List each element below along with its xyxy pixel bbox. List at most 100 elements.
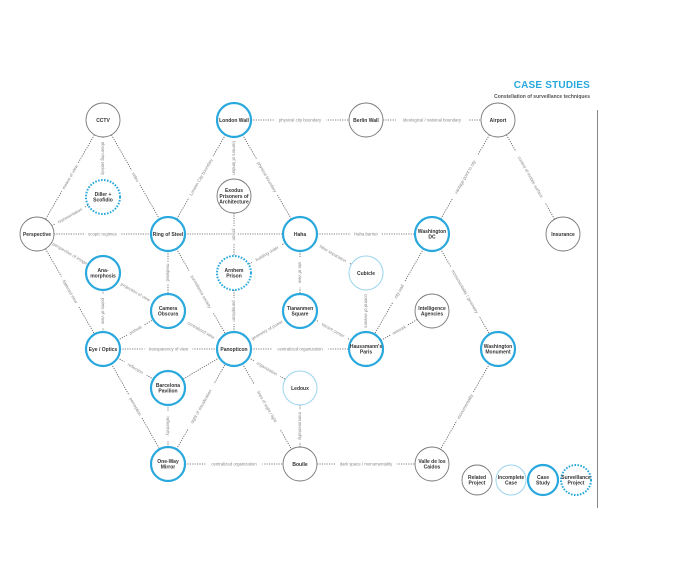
edge-label: projection of view	[115, 278, 156, 306]
edge-panopticon-boulle	[242, 363, 292, 450]
node-circle	[480, 102, 516, 138]
node-label: Obscura	[158, 312, 179, 318]
edge-label: video	[129, 168, 142, 185]
node-label: Prison	[226, 274, 242, 280]
node-ring: Ring of Steel	[149, 215, 187, 253]
edge-label-text: means of view	[61, 163, 80, 190]
edge-label-bg	[363, 289, 370, 333]
edge-label: flattened view	[59, 274, 82, 308]
edge-label: lines of sight / light	[251, 382, 283, 431]
edge-label: perspective of image	[48, 238, 93, 268]
node-label: Barcelona	[156, 383, 180, 389]
node-label: Intelligence	[418, 306, 446, 312]
node-label: Insurance	[551, 232, 575, 238]
node-label: Ana-	[97, 268, 108, 274]
edge-label-bg	[59, 274, 82, 308]
edge-perspective-eye	[45, 248, 95, 335]
edge-label-text: flattened view	[61, 279, 79, 305]
edge-label: sight of visualization	[185, 382, 217, 431]
edge-label-bg	[454, 390, 476, 422]
edge-label-bg	[297, 409, 304, 443]
node-anamorph: Ana-morphosis	[84, 254, 122, 292]
node-label: Scofidio	[93, 198, 113, 204]
edge-label-text: perception	[128, 397, 143, 417]
page-title: CASE STUDIES	[513, 80, 590, 91]
edge-label: Haha barrier	[350, 230, 382, 237]
edge-label-text: false separation	[319, 244, 348, 264]
node-label: Haussmann's	[350, 344, 383, 350]
edge-label-text: physical boundary	[256, 161, 278, 194]
node-label: Square	[292, 312, 309, 318]
edge-label-bg	[390, 279, 408, 304]
edge-label-bg	[125, 322, 146, 337]
node-circle	[149, 369, 187, 407]
node-label: Surveillance	[561, 475, 591, 481]
node-circle	[479, 330, 517, 368]
edge-label-text: vacant center	[321, 321, 346, 338]
edge-label-bg	[231, 298, 238, 324]
node-boulle: Boulle	[282, 446, 318, 482]
edge-label-text: surveillance society	[190, 274, 213, 310]
edge-label-bg	[48, 238, 93, 268]
node-circle	[347, 330, 385, 368]
edge-label-bg	[335, 460, 397, 467]
node-label: Case	[537, 475, 549, 481]
edge-label-text: barriers of london	[232, 141, 237, 175]
edge-label: false separation	[314, 240, 352, 266]
node-circle	[149, 445, 187, 483]
edge-label-text: points of view	[101, 298, 106, 325]
edge-label-text: control of mobile surface	[517, 155, 545, 199]
edge-label-bg	[127, 393, 145, 419]
node-label: Architecture	[219, 200, 249, 206]
edge-label: points of view	[100, 293, 107, 329]
node-circle	[216, 255, 252, 291]
edge-label: barriers of london	[232, 136, 238, 180]
edge-label-text: centralized view	[187, 320, 217, 340]
edge-label-text: monumentality	[456, 392, 475, 419]
edge-ring-panopticon	[176, 248, 226, 335]
node-label: DC	[428, 235, 436, 241]
edge-label-bg	[186, 154, 216, 199]
edge-label-bg	[144, 345, 193, 352]
edge-washdc-washmon	[440, 248, 490, 335]
edge-label-bg	[165, 410, 172, 442]
edge-label-text: representation	[57, 206, 84, 224]
edge-label-bg	[100, 293, 107, 329]
edge-label: monumentality / geometry	[448, 265, 482, 318]
edge-label: site of view	[298, 257, 304, 288]
node-label: CCTV	[96, 118, 110, 124]
edge-label-text: physical city boundary	[279, 118, 322, 123]
edge-label-text: video	[131, 171, 141, 183]
edge-washmon-valle	[440, 363, 490, 450]
node-label: Arnhem	[225, 268, 244, 274]
edge-label-text: London City boundary	[188, 157, 214, 197]
edge-label: geometry of power	[247, 316, 287, 343]
edge-label: surveillance society	[186, 269, 216, 314]
edge-label-bg	[100, 137, 107, 180]
node-label: Perspective	[23, 232, 51, 238]
edge-label-text: pinhole	[128, 324, 143, 336]
edge-label-text: scopic regimes	[88, 232, 117, 237]
edge-label: reflection	[123, 359, 149, 378]
node-label: Camera	[159, 306, 178, 312]
edge-label: control of viewers	[364, 289, 370, 333]
edge-label-text: monumentality / geometry	[451, 269, 480, 315]
node-label: Caidos	[424, 465, 441, 471]
edge-label-text: ideological / national boundary	[403, 118, 462, 123]
edge-label: London City boundary	[186, 154, 216, 199]
edge-label: ideological / national boundary	[395, 116, 469, 123]
node-label: London Wall	[219, 118, 249, 124]
edge-label-bg	[185, 382, 217, 431]
node-diller: Diller +Scofidio	[85, 179, 121, 215]
node-circle	[526, 463, 560, 497]
edge-label-text: vantage point to city	[453, 158, 477, 194]
node-circle	[84, 254, 122, 292]
node-label: Washington	[418, 229, 446, 235]
edge-label-bg	[395, 116, 469, 123]
